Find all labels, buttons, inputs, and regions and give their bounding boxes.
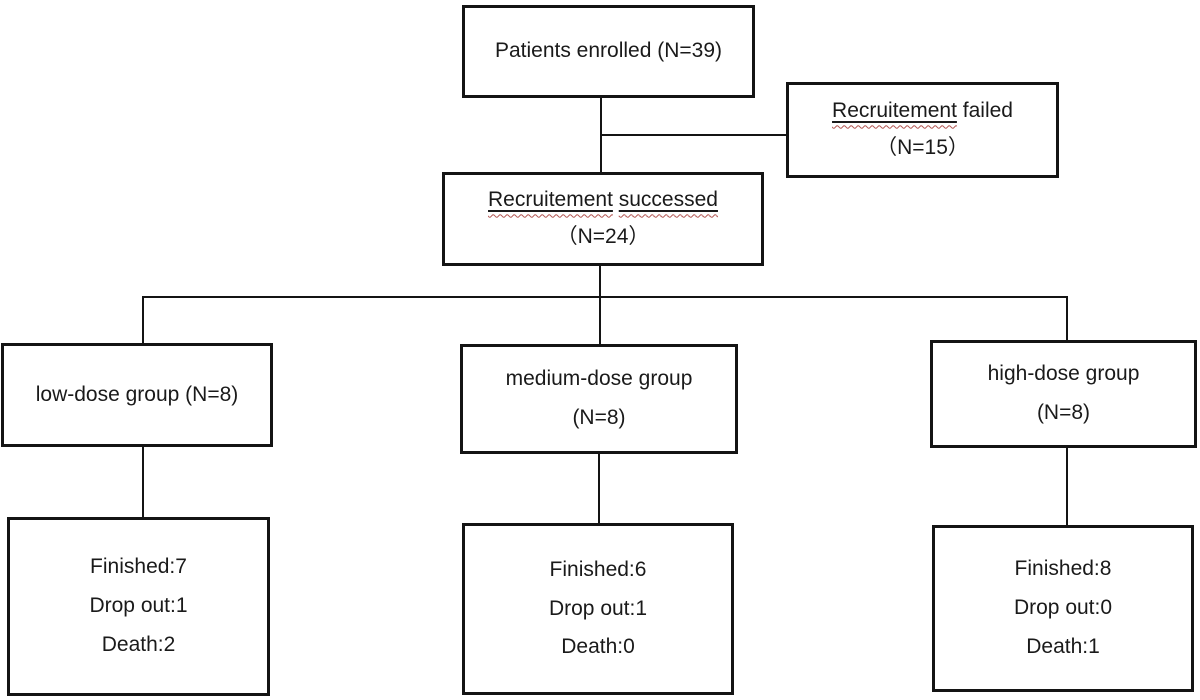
outcome-finished: Finished:7: [90, 555, 187, 579]
node-recruitment-successed-count: （N=24）: [556, 225, 650, 248]
misspelled-word: successed: [618, 188, 718, 212]
node-outcome-high: Finished:8 Drop out:0 Death:1: [932, 525, 1194, 692]
plain-word: failed: [962, 99, 1013, 123]
node-medium-dose-group-line1: medium-dose group: [505, 367, 693, 391]
node-high-dose-group-line1: high-dose group: [987, 362, 1140, 386]
connector-branch-horizontal: [142, 296, 1068, 298]
connector-branch-to-failed: [600, 134, 787, 136]
outcome-drop-out: Drop out:0: [1013, 596, 1113, 620]
connector-high-to-outcome: [1066, 447, 1068, 526]
node-high-dose-group: high-dose group (N=8): [930, 340, 1197, 448]
node-recruitment-failed: Recruitement failed （N=15）: [786, 82, 1059, 178]
underlined-word-wrap: Recruitement: [488, 188, 613, 211]
outcome-death: Death:1: [1026, 634, 1100, 658]
outcome-drop-out: Drop out:1: [548, 596, 648, 620]
misspelled-word: Recruitement: [488, 188, 613, 212]
node-medium-dose-group-line2: (N=8): [572, 406, 626, 429]
node-low-dose-group: low-dose group (N=8): [1, 343, 273, 447]
outcome-drop-out: Drop out:1: [89, 594, 188, 618]
connector-drop-low: [142, 296, 144, 344]
node-medium-dose-group: medium-dose group (N=8): [460, 344, 738, 454]
node-recruitment-failed-line1: Recruitement failed: [832, 93, 1013, 130]
outcome-death: Death:2: [101, 632, 176, 656]
connector-low-to-outcome: [142, 446, 144, 518]
node-outcome-medium: Finished:6 Drop out:1 Death:0: [462, 523, 734, 695]
node-recruitment-failed-count: （N=15）: [876, 136, 969, 159]
connector-successed-down: [599, 265, 601, 345]
connector-medium-to-outcome: [598, 453, 600, 524]
outcome-finished: Finished:6: [549, 557, 647, 581]
outcome-finished: Finished:8: [1014, 557, 1112, 581]
connector-drop-high: [1066, 296, 1068, 341]
underlined-word-wrap: Recruitement: [832, 99, 957, 122]
misspelled-word: Recruitement: [832, 99, 957, 123]
underlined-word-wrap: successed: [619, 188, 718, 211]
node-patients-enrolled-label: Patients enrolled (N=39): [494, 39, 723, 63]
node-outcome-low: Finished:7 Drop out:1 Death:2: [7, 517, 270, 696]
node-recruitment-successed-line1: Recruitement successed: [488, 182, 718, 219]
outcome-death: Death:0: [561, 635, 635, 659]
node-patients-enrolled: Patients enrolled (N=39): [462, 5, 755, 98]
node-recruitment-successed: Recruitement successed （N=24）: [442, 172, 764, 266]
node-high-dose-group-line2: (N=8): [1036, 401, 1091, 424]
node-low-dose-group-label: low-dose group (N=8): [35, 382, 239, 406]
